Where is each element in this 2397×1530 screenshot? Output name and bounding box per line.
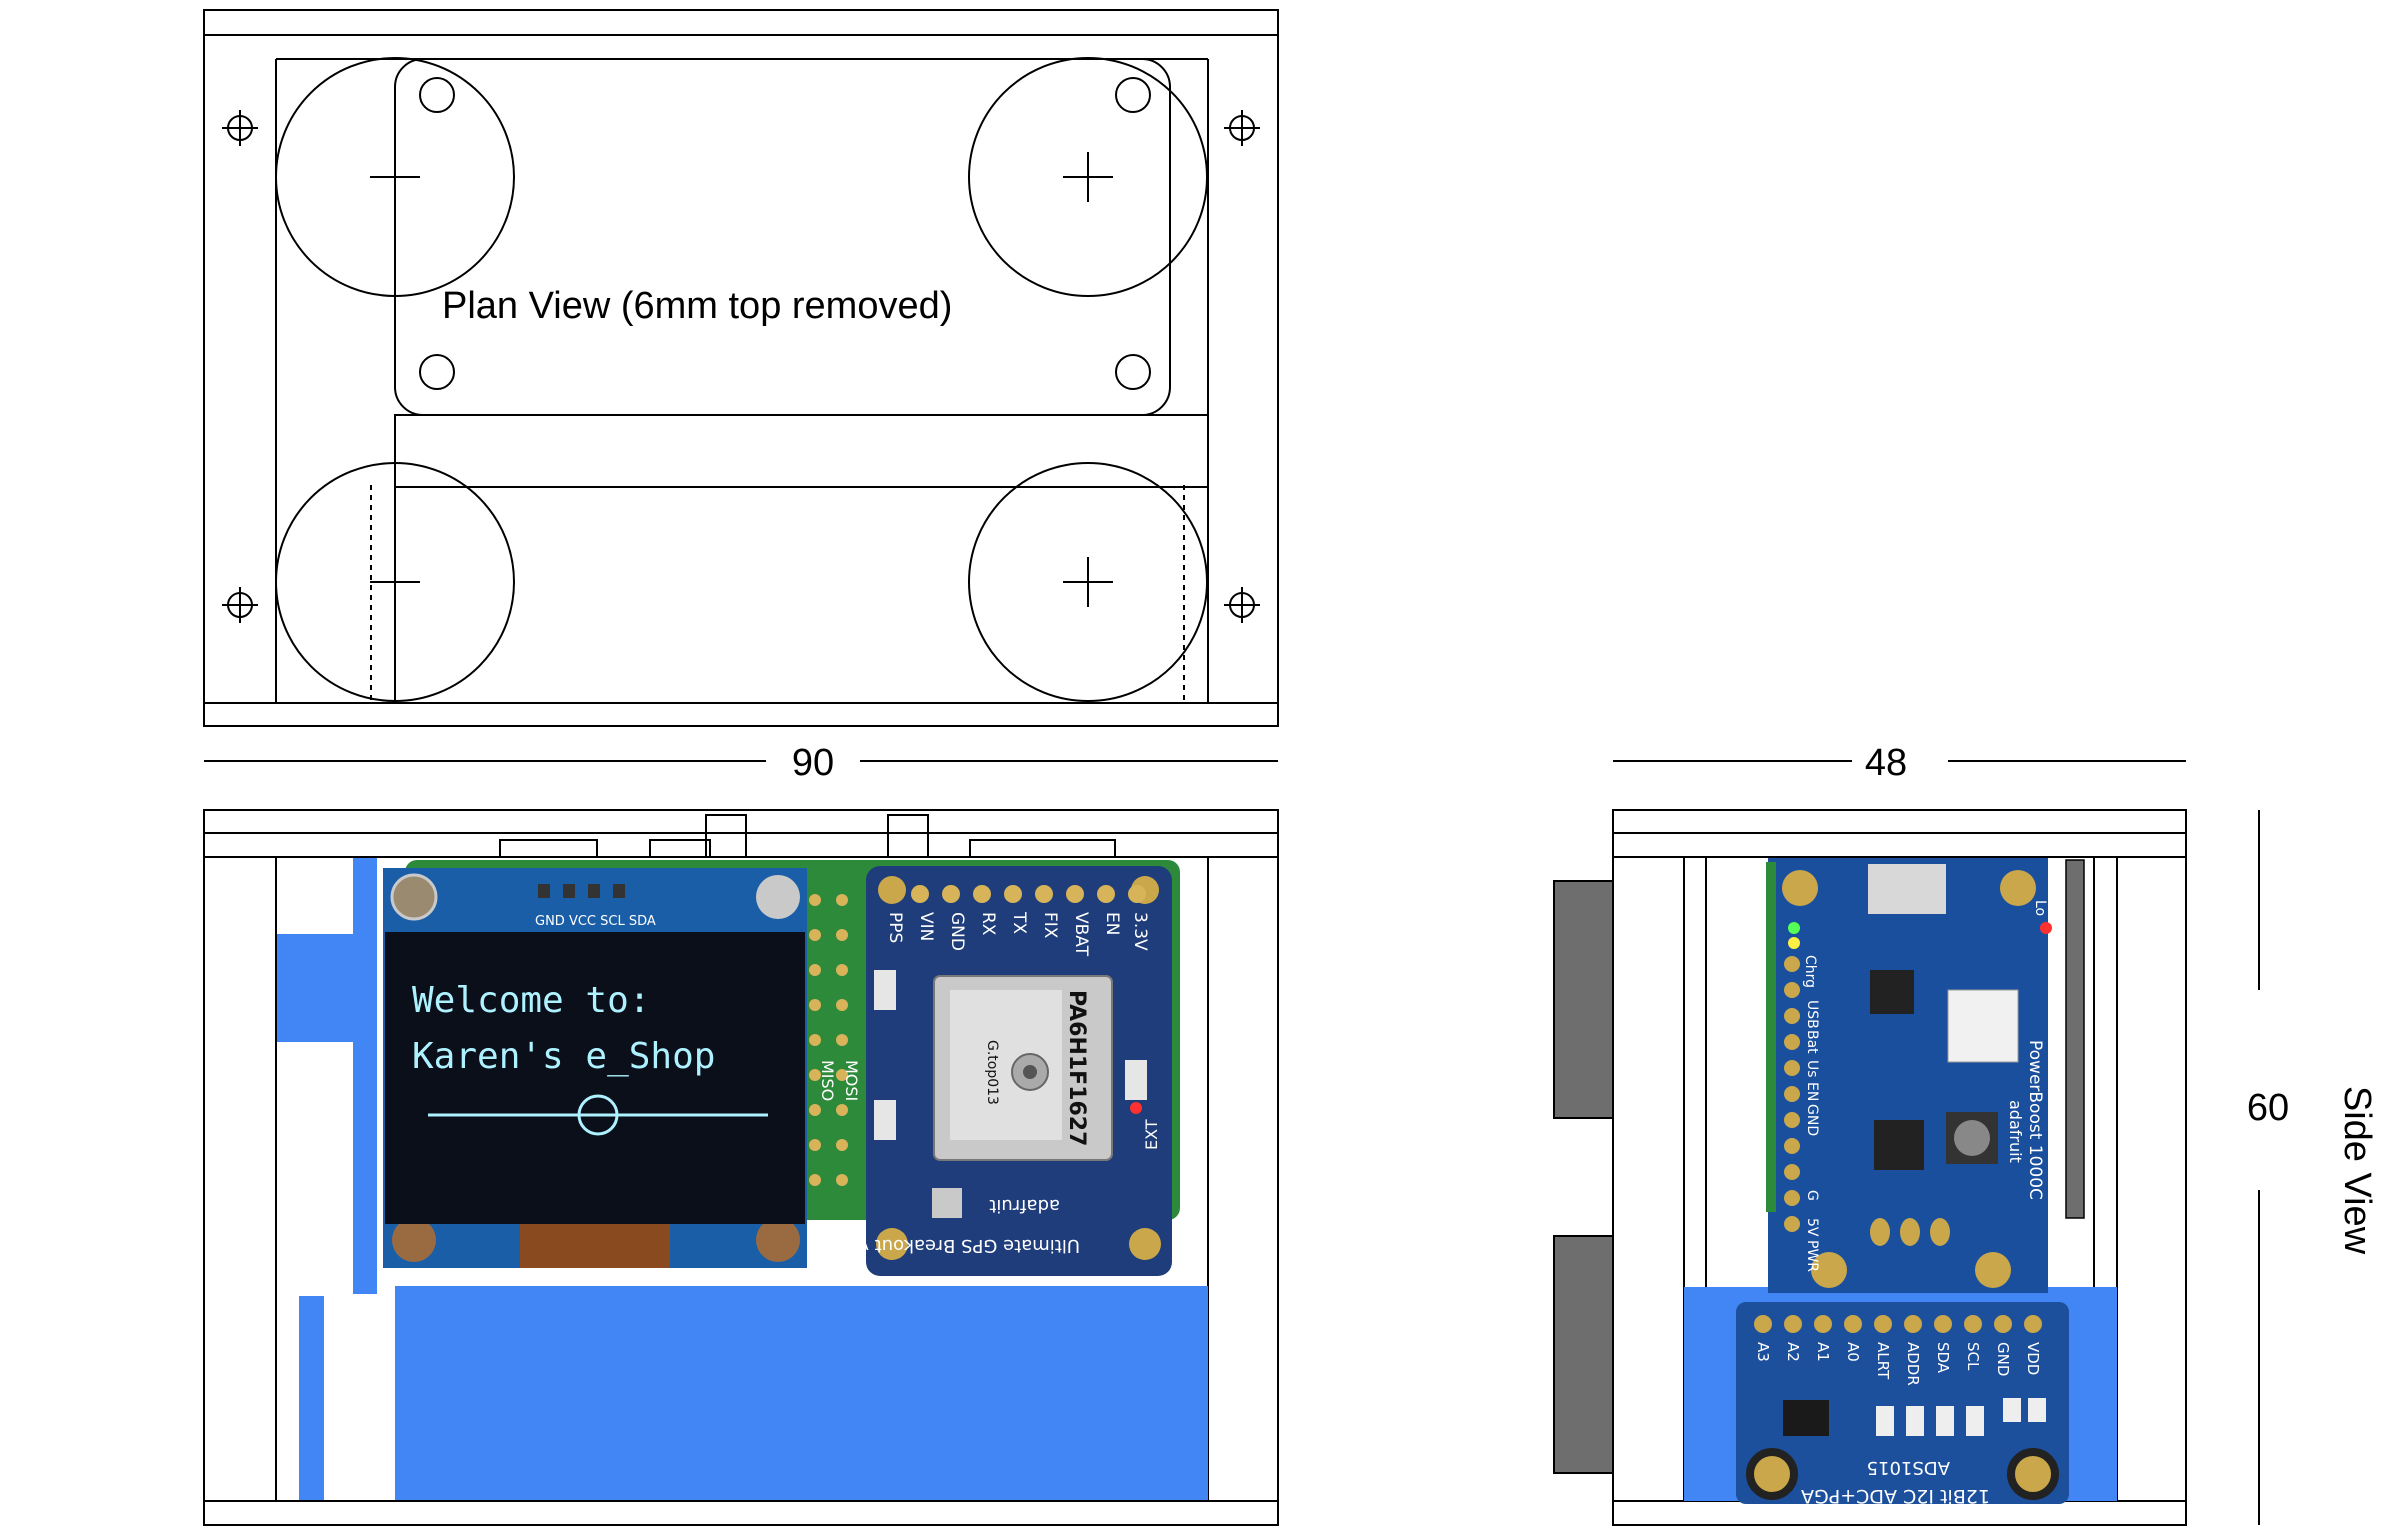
powerboost-pin: EN <box>1804 1082 1820 1101</box>
powerboost-name: PowerBoost 1000C <box>2025 1040 2045 1200</box>
ads-pin-label: VDD <box>2024 1342 2042 1375</box>
gps-ext-label: EXT <box>1142 1119 1161 1150</box>
mount-circle <box>275 462 515 702</box>
front-view: MISO MOSI GND VCC SCL SDA Welcome to: Ka… <box>203 809 1279 1526</box>
ads-pin-label: ALRT <box>1874 1342 1892 1380</box>
dimension-90: 90 <box>792 742 834 784</box>
ads1015-board: A3 A2 A1 A0 ALRT ADDR SDA SCL GND VDD AD… <box>1736 1302 2069 1507</box>
powerboost-pin: 5V <box>1804 1218 1820 1237</box>
gps-pin-label: 3.3V <box>1130 912 1150 951</box>
side-view-title: Side View <box>2336 1086 2378 1255</box>
gps-pin-label: EN <box>1102 912 1122 935</box>
mount-circle <box>968 462 1208 702</box>
gps-pin-label: TX <box>1009 911 1029 934</box>
gps-pin-label: VBAT <box>1071 912 1091 957</box>
gps-pin-label: GND <box>947 912 967 951</box>
powerboost-pin: GND <box>1804 1104 1820 1136</box>
powerboost-pin: PWR <box>1804 1240 1820 1272</box>
ads-pin-label: A1 <box>1814 1342 1832 1362</box>
gps-chip-label: PA6H1F1627 <box>1064 990 1089 1146</box>
side-view: Chrg Lo USB Bat Us EN GND G 5V PWR Power… <box>1553 809 2187 1526</box>
powerboost-chrg: Chrg <box>1802 955 1818 988</box>
screw-icon <box>1224 587 1260 623</box>
plan-view <box>203 9 1279 727</box>
ads-chip-name: ADS1015 <box>1867 1457 1950 1478</box>
dimension-60: 60 <box>2247 1087 2289 1129</box>
ads-pin-label: ADDR <box>1904 1342 1922 1386</box>
label-mosi: MOSI <box>842 1060 861 1101</box>
powerboost-pin: Us <box>1804 1060 1820 1078</box>
oled-pin-labels: GND VCC SCL SDA <box>535 914 656 929</box>
gps-pin-label: RX <box>978 912 998 936</box>
gps-pin-label: FIX <box>1040 912 1060 939</box>
powerboost-board: Chrg Lo USB Bat Us EN GND G 5V PWR Power… <box>1766 858 2052 1293</box>
ads-pin-label: SDA <box>1934 1342 1952 1374</box>
gps-pin-label: VIN <box>916 912 936 941</box>
oled-display: GND VCC SCL SDA Welcome to: Karen's e_Sh… <box>383 868 807 1268</box>
grey-block <box>1553 880 1614 1119</box>
plan-view-title: Plan View (6mm top removed) <box>442 285 952 327</box>
ads-pin-label: GND <box>1994 1342 2012 1376</box>
blue-component <box>353 858 377 1294</box>
powerboost-pin: G <box>1804 1190 1820 1201</box>
ads-pin-label: A0 <box>1844 1342 1862 1362</box>
gps-module: 3.3V EN VBAT FIX TX RX GND VIN PPS PA6H1… <box>847 866 1172 1276</box>
screw-icon <box>222 110 258 146</box>
gps-pin-label: PPS <box>885 912 905 943</box>
dimension-lines <box>204 760 2260 1525</box>
grey-strip <box>2065 859 2085 1219</box>
blue-component <box>299 1296 324 1500</box>
perf-holes <box>809 894 848 1186</box>
dimension-48: 48 <box>1865 742 1907 784</box>
powerboost-brand: adafruit <box>2006 1100 2025 1163</box>
label-miso: MISO <box>818 1060 837 1101</box>
ads-pin-label: SCL <box>1964 1342 1982 1371</box>
gps-chip-code: G.top013 <box>984 1040 1000 1105</box>
mount-circle <box>275 57 515 297</box>
grey-block <box>1553 1235 1614 1474</box>
screw-icon <box>1224 110 1260 146</box>
ads-description: 12Bit I2C ADC+PGA <box>1801 1485 1990 1507</box>
ads-pin-label: A2 <box>1784 1342 1802 1362</box>
ads-pin-label: A3 <box>1754 1342 1772 1362</box>
blue-component <box>277 934 353 1042</box>
oled-line-1: Welcome to: <box>412 980 650 1021</box>
gps-board-label: Ultimate GPS Breakout v3 <box>847 1235 1080 1256</box>
gps-brand: adafruit <box>989 1195 1060 1216</box>
battery-block <box>395 1286 1208 1500</box>
powerboost-pin: Bat <box>1804 1030 1820 1054</box>
powerboost-lo: Lo <box>2032 900 2048 916</box>
mount-circle <box>968 57 1208 297</box>
powerboost-pin: USB <box>1804 1000 1820 1029</box>
oled-line-2: Karen's e_Shop <box>412 1036 715 1077</box>
screw-icon <box>222 587 258 623</box>
